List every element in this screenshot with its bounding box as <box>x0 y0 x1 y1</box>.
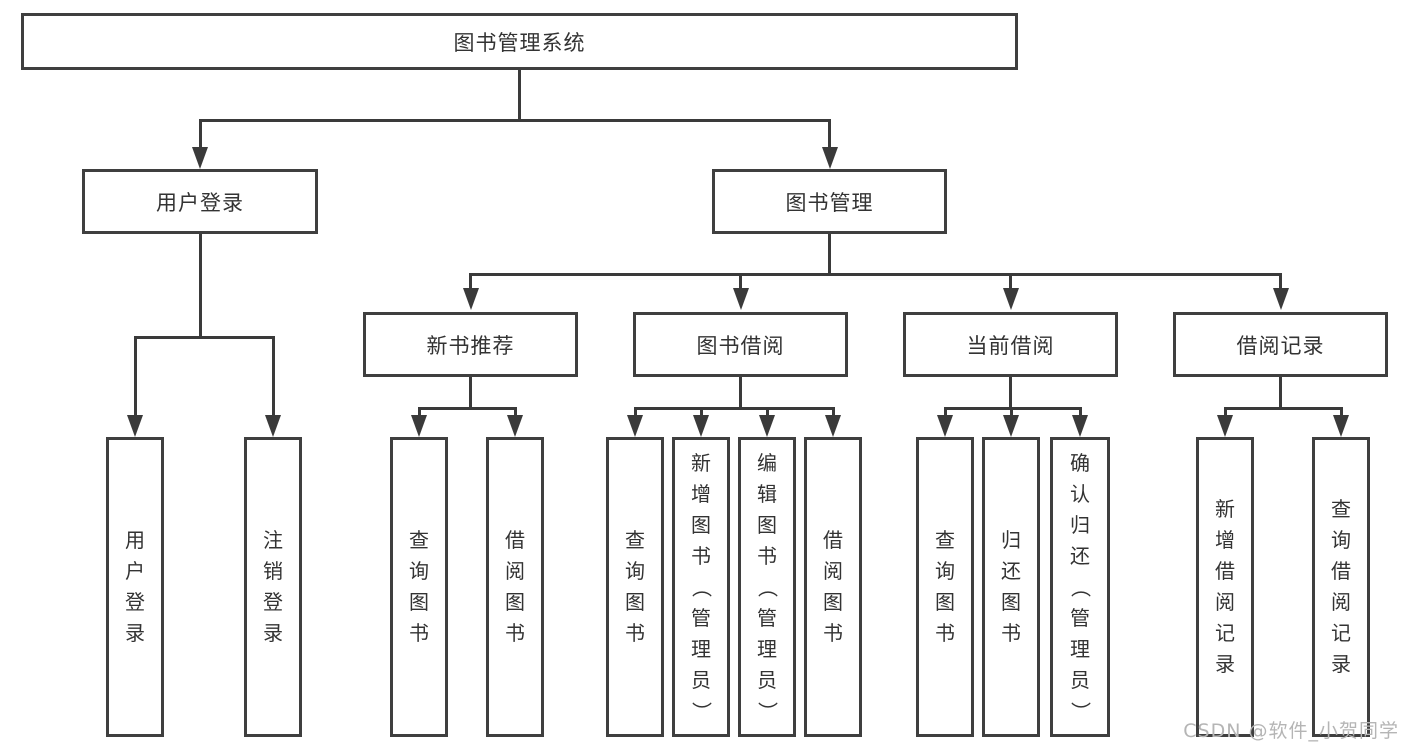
node-new-book-recommend: 新书推荐 <box>363 312 578 377</box>
connector-user-login-stem <box>198 234 202 339</box>
leaf-add-book-admin-label: 新增图书（管理员） <box>689 450 714 722</box>
arrow-to-query-book-2 <box>633 407 637 415</box>
connector-new-book-recommend-bar <box>417 407 517 410</box>
leaf-confirm-return-admin: 确认归还（管理员） <box>1050 437 1110 737</box>
node-current-borrow: 当前借阅 <box>903 312 1118 377</box>
leaf-user-login: 用户登录 <box>106 437 164 737</box>
arrow-to-new-book-recommend <box>469 273 472 288</box>
leaf-query-borrow-record-label: 查询借阅记录 <box>1331 497 1351 676</box>
node-book-management-label: 图书管理 <box>785 190 874 215</box>
leaf-user-login-label: 用户登录 <box>125 528 145 645</box>
node-library-system-label: 图书管理系统 <box>453 30 586 55</box>
arrow-to-return-book <box>1009 407 1013 415</box>
connector-borrow-records-stem <box>1279 377 1282 410</box>
leaf-borrow-book-1-label: 借阅图书 <box>505 528 525 645</box>
csdn-watermark: CSDN @软件_小贺同学 <box>1183 720 1399 742</box>
connector-current-borrow-bar <box>943 407 1082 410</box>
arrow-to-book-management <box>828 119 831 147</box>
node-current-borrow-label: 当前借阅 <box>966 333 1055 358</box>
connector-root-stem <box>518 70 521 122</box>
connector-book-management-bar <box>469 273 1282 276</box>
leaf-edit-book-admin-label: 编辑图书（管理员） <box>755 450 780 722</box>
connector-current-borrow-stem <box>1009 377 1012 410</box>
arrow-to-user-login-leaf <box>133 336 137 415</box>
arrow-to-confirm-return-admin <box>1078 407 1082 415</box>
node-new-book-recommend-label: 新书推荐 <box>426 333 515 358</box>
leaf-add-book-admin: 新增图书（管理员） <box>672 437 730 737</box>
leaf-query-book-2-label: 查询图书 <box>625 528 645 645</box>
leaf-query-book-1: 查询图书 <box>390 437 448 737</box>
leaf-confirm-return-admin-label: 确认归还（管理员） <box>1068 450 1093 722</box>
arrow-to-borrow-book-2 <box>831 407 835 415</box>
node-book-management: 图书管理 <box>712 169 947 234</box>
leaf-query-book-2: 查询图书 <box>606 437 664 737</box>
node-book-borrow-label: 图书借阅 <box>696 333 785 358</box>
leaf-query-borrow-record: 查询借阅记录 <box>1312 437 1370 737</box>
leaf-add-borrow-record-label: 新增借阅记录 <box>1215 497 1235 676</box>
connector-book-management-stem <box>828 234 831 276</box>
leaf-query-book-3-label: 查询图书 <box>935 528 955 645</box>
leaf-return-book-label: 归还图书 <box>1001 528 1021 645</box>
connector-user-login-bar <box>133 336 275 339</box>
arrow-to-query-book-3 <box>943 407 947 415</box>
arrow-to-book-borrow <box>739 273 742 288</box>
arrow-to-current-borrow <box>1009 273 1012 288</box>
arrow-to-edit-book-admin <box>765 407 769 415</box>
arrow-to-query-book-1 <box>417 407 421 415</box>
node-borrow-records: 借阅记录 <box>1173 312 1388 377</box>
arrow-to-logout-leaf <box>271 336 275 415</box>
arrow-to-borrow-book-1 <box>513 407 517 415</box>
connector-borrow-records-bar <box>1223 407 1343 410</box>
connector-book-borrow-stem <box>739 377 742 410</box>
connector-root-bar <box>198 119 831 122</box>
arrow-to-add-borrow-record <box>1223 407 1227 415</box>
connector-new-book-recommend-stem <box>469 377 472 410</box>
arrow-to-query-borrow-record <box>1339 407 1343 415</box>
node-user-login: 用户登录 <box>82 169 318 234</box>
leaf-query-book-1-label: 查询图书 <box>409 528 429 645</box>
node-library-system: 图书管理系统 <box>21 13 1018 70</box>
node-borrow-records-label: 借阅记录 <box>1236 333 1325 358</box>
leaf-borrow-book-2-label: 借阅图书 <box>823 528 843 645</box>
connector-book-borrow-bar <box>633 407 835 410</box>
node-user-login-label: 用户登录 <box>156 190 244 215</box>
leaf-return-book: 归还图书 <box>982 437 1040 737</box>
leaf-query-book-3: 查询图书 <box>916 437 974 737</box>
leaf-logout-label: 注销登录 <box>263 528 283 645</box>
arrow-to-add-book-admin <box>699 407 703 415</box>
arrow-to-user-login <box>198 119 202 147</box>
leaf-logout: 注销登录 <box>244 437 302 737</box>
arrow-to-borrow-records <box>1279 273 1282 288</box>
leaf-borrow-book-1: 借阅图书 <box>486 437 544 737</box>
leaf-edit-book-admin: 编辑图书（管理员） <box>738 437 796 737</box>
leaf-borrow-book-2: 借阅图书 <box>804 437 862 737</box>
leaf-add-borrow-record: 新增借阅记录 <box>1196 437 1254 737</box>
node-book-borrow: 图书借阅 <box>633 312 848 377</box>
